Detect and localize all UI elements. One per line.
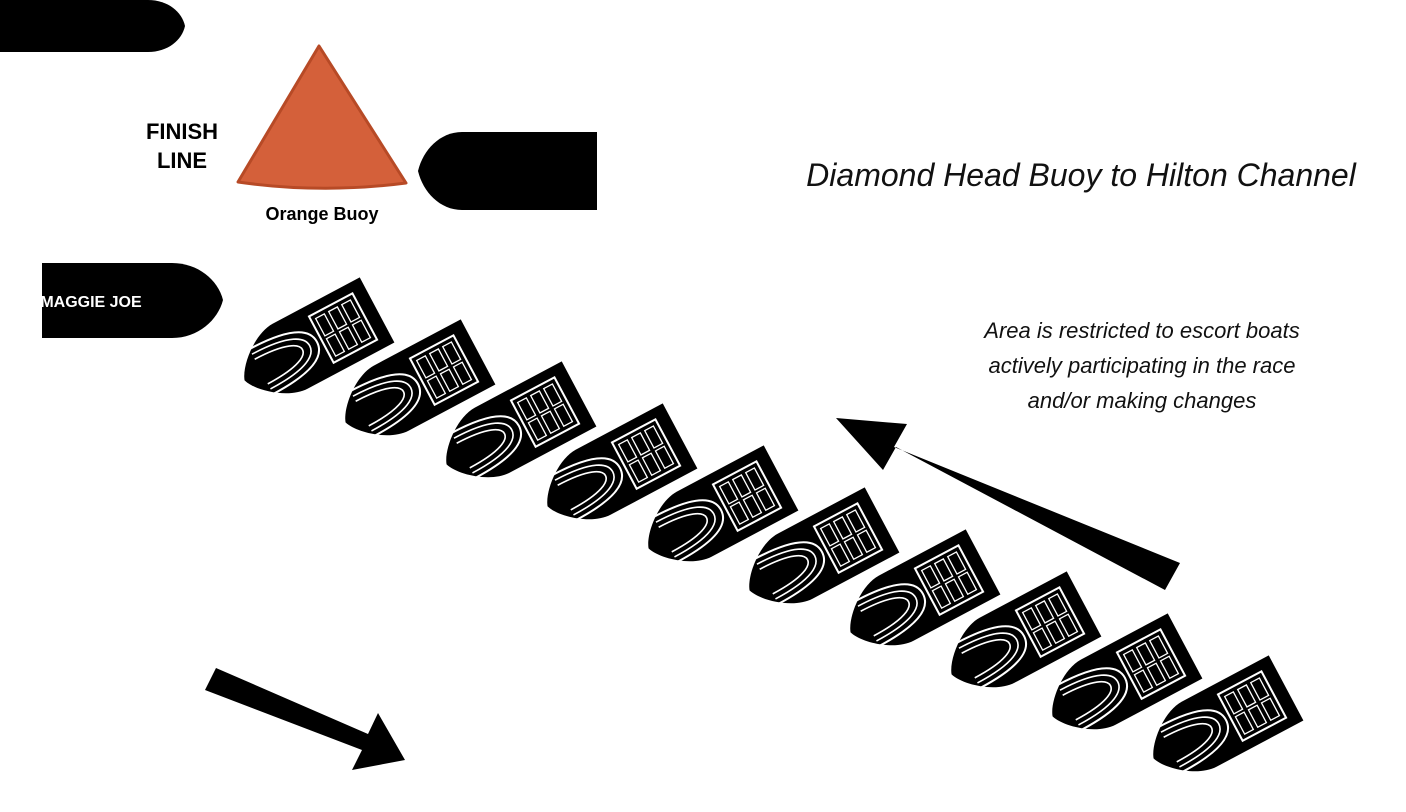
orange-buoy: [236, 44, 408, 190]
return-direction-arrow: [836, 418, 1180, 590]
maggie-joe-boat: [42, 263, 223, 338]
restriction-note-line2: actively participating in the race: [989, 353, 1296, 378]
finish-line-boat: [418, 132, 597, 210]
maggie-joe-label: MAGGIE JOE: [40, 294, 142, 311]
boat-top-left: [0, 0, 185, 52]
route-title: Diamond Head Buoy to Hilton Channel: [806, 157, 1357, 193]
finish-line-label-line1: FINISH: [146, 119, 218, 144]
restriction-note-line1: Area is restricted to escort boats: [982, 318, 1299, 343]
outbound-direction-arrow: [205, 668, 405, 770]
finish-line-label-line2: LINE: [157, 148, 207, 173]
restriction-note-line3: and/or making changes: [1028, 388, 1257, 413]
buoy-label: Orange Buoy: [265, 204, 378, 224]
